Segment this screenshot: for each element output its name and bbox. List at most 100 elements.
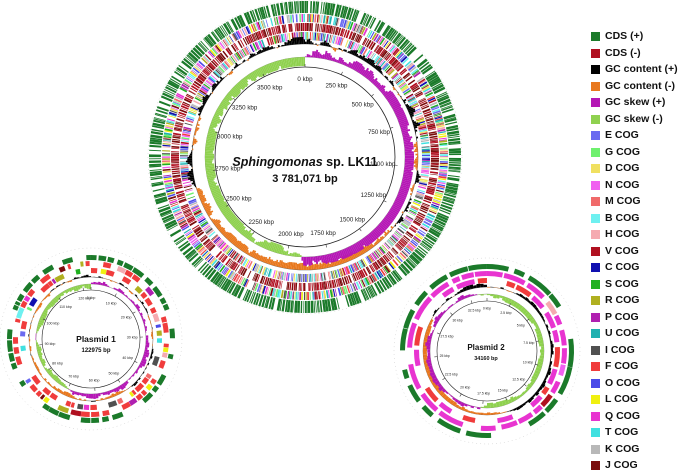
p1-cds-minus-ring-segment [75,269,80,275]
p2-cds-minus-ring-segment [552,330,559,343]
cog-minus-ring-segment [312,32,313,40]
tick-label: 500 kbp [352,102,375,109]
gc-skew-ring-bar [205,159,213,161]
cog-minus-ring-segment [180,155,188,156]
p1-cds-minus-ring-segment [21,321,27,330]
p2-gc-content-ring-bar [441,303,444,306]
cds-minus-ring-segment [303,283,304,291]
p2-gc-skew-ring-bar [430,333,433,337]
p1-gc-content-ring-bar [127,388,129,390]
p1-cog-plus-ring-segment [30,384,38,393]
cog-minus-ring-segment [180,158,188,159]
tick-mark [450,313,452,315]
cog-plus-ring-segment [281,290,284,298]
tick-label: 40 kbp [122,356,133,360]
gc-content-ring-bar [300,37,302,44]
p1-gc-content-ring-bar [41,301,43,303]
gc-content-ring-bar [315,43,317,44]
cog-minus-ring-segment [296,274,298,282]
gc-content-ring-bar [305,42,307,44]
gc-content-ring-bar [312,43,314,45]
cds-plus-ring-segment [320,2,322,14]
p1-cog-plus-ring-segment [70,409,81,416]
legend-swatch [591,461,600,470]
tick-label: 10 kbp [523,361,533,365]
cog-minus-ring-segment [422,155,430,156]
p1-cog-plus-ring-segment [162,323,168,333]
cog-plus-ring-segment [162,157,170,158]
p1-cds-minus-ring-segment [157,338,162,343]
cog-plus-ring-segment [323,15,326,23]
p1-cds-plus-ring-segment [98,255,106,261]
cog-minus-ring-segment [309,274,310,282]
p2-gc-skew-ring-bar [539,343,544,347]
cog-minus-ring-segment [301,274,302,282]
gc-content-ring-bar [191,152,192,154]
p1-cds-minus-ring-segment [122,276,131,284]
p1-gc-skew-ring-bar [140,313,143,316]
p1-gc-content-ring-bar [83,275,86,277]
cog-minus-ring-segment [303,274,304,282]
tick-label: 30 kbp [127,336,138,340]
cog-plus-ring-segment [440,164,448,166]
legend-item: D COG [591,161,683,178]
tick-label: 90 kbp [45,342,56,346]
cog-minus-ring-segment [298,274,299,282]
p1-gc-skew-ring-bar [89,284,91,289]
legend-item: O COG [591,376,683,393]
cog-minus-ring-segment [422,164,430,166]
p1-gc-content-ring-bar [32,358,34,361]
p1-cds-minus-ring-segment [77,404,83,410]
p1-gc-skew-ring-bar [127,379,129,381]
p1-gc-skew-ring-bar [93,394,96,399]
p2-cds-minus-ring-segment [414,350,421,367]
gc-skew-ring-bar [205,155,214,157]
cog-plus-ring-segment [162,150,170,151]
p1-cog-plus-ring-segment [59,266,66,273]
cog-minus-ring-segment [422,160,430,161]
gc-content-ring-bar [186,160,192,162]
cog-plus-ring-segment [307,14,308,22]
genome-size: 3 781,071 bp [272,173,338,185]
gc-content-ring-bar [188,157,192,159]
p2-gc-skew-ring-bar [540,349,544,352]
cog-minus-ring-segment [422,166,430,167]
p1-cds-minus-ring-segment [140,292,147,299]
cds-minus-ring-segment [315,23,317,31]
legend-swatch [591,313,600,322]
p1-cog-plus-ring-segment [136,393,144,401]
p1-gc-skew-ring-bar [89,394,91,399]
cds-plus-ring-segment [280,3,284,15]
p1-gc-content-ring-bar [141,302,144,305]
legend-label: B COG [605,211,639,226]
p2-gc-content-ring-bar [484,285,487,287]
p1-gc-content-ring-bar [152,337,153,339]
p1-cds-plus-ring-segment [168,354,174,360]
p1-cds-plus-ring-segment [7,340,13,352]
cog-plus-ring-segment [162,158,170,160]
legend-item: C COG [591,260,683,277]
tick-label: 5 kbp [517,323,525,327]
p1-cds-minus-ring-segment [42,387,51,396]
cds-minus-ring-segment [405,76,412,82]
p1-gc-content-ring-bar [44,378,47,381]
p1-gc-skew-ring-bar [146,340,148,342]
cog-minus-ring-segment [293,273,295,281]
tick-mark [69,383,70,386]
p1-gc-skew-ring-bar [91,283,93,284]
cds-plus-ring-segment [159,101,171,107]
tick-label: 3250 kbp [232,105,258,112]
cog-plus-ring-segment [162,146,170,147]
tick-label: 1250 kbp [361,192,387,199]
cds-minus-ring-segment [431,152,439,154]
p2-gc-content-ring-bar [551,348,553,351]
gc-skew-ring-bar [305,257,307,266]
p1-cds-minus-ring-segment [152,356,160,366]
p1-gc-content-ring-bar [29,339,30,341]
p1-cog-plus-ring-segment [103,262,112,269]
p1-cds-minus-ring-segment [142,377,150,385]
cds-minus-ring-segment [304,283,305,291]
p1-gc-skew-ring-bar [145,347,148,350]
p1-cds-minus-ring-segment [152,313,159,322]
p1-cds-minus-ring-segment [156,324,161,328]
